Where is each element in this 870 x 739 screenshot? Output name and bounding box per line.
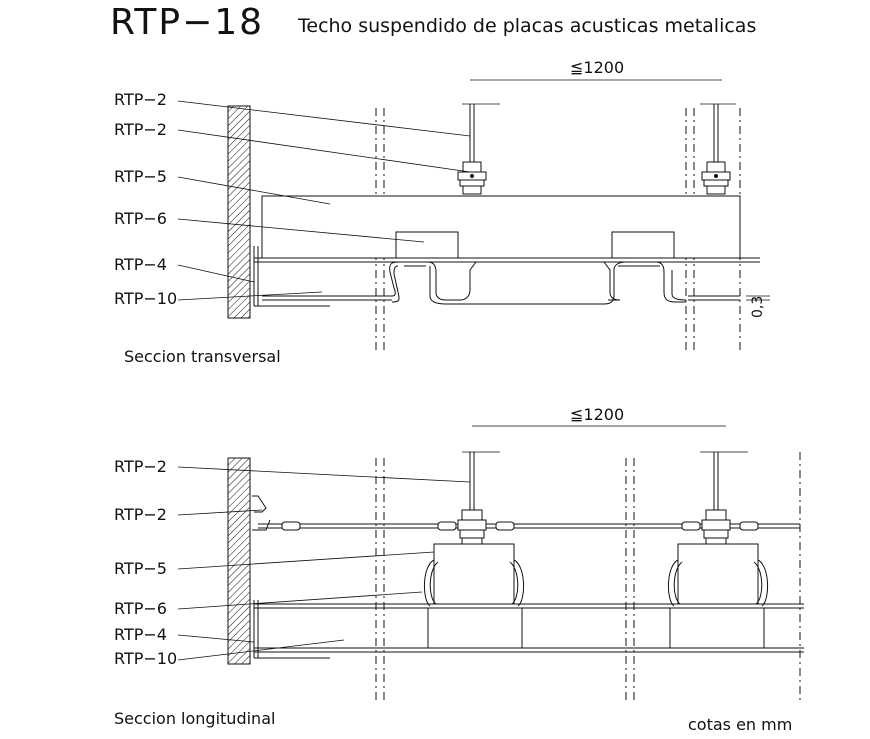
section-caption-longitudinal: Seccion longitudinal [114,709,275,728]
units-note: cotas en mm [688,715,792,734]
carrier-profile [433,543,515,605]
connector-block [395,231,459,259]
label-rtp-5: RTP−5 [114,167,167,186]
wall-hatch-top [227,105,251,319]
panel-profile [262,261,621,301]
dimension-text-top: ≦1200 [570,58,624,77]
wire-clip [681,521,701,531]
leader-line [177,591,423,610]
leader-line [177,218,425,243]
drawing-code: RTP−18 [110,2,264,43]
label-rtp-10: RTP−10 [114,649,177,668]
label-rtp-2: RTP−2 [114,120,167,139]
nut-assembly [701,161,731,195]
drawing-title: Techo suspendido de placas acusticas met… [297,15,756,37]
panel-profile [404,265,740,301]
wire-clip [437,521,457,531]
leader-line [177,634,255,643]
label-rtp-2: RTP−2 [114,505,167,524]
leader-line [177,291,323,301]
dimension-text-bottom: ≦1200 [570,405,624,424]
leader-line [177,176,331,205]
leader-line [177,264,255,283]
label-rtp-4: RTP−4 [114,625,167,644]
nut-assembly [457,161,487,195]
longitudinal-section: ≦1200 [114,405,804,728]
wall-bracket [252,495,271,531]
leader-line [177,100,471,137]
carrier-profile [677,543,759,605]
connector-block [611,231,675,259]
transversal-section: ≦1200 [114,58,770,366]
wire-clip [495,521,515,531]
leader-line [177,639,345,661]
connector-block [427,607,523,649]
label-rtp-5: RTP−5 [114,559,167,578]
wire-clip [739,521,759,531]
spring-clip [424,559,524,607]
leader-line [177,551,435,570]
label-rtp-10: RTP−10 [114,289,177,308]
panel-profile [262,261,686,305]
label-rtp-2: RTP−2 [114,90,167,109]
wall-hatch-bottom [227,457,251,665]
leader-line [177,466,471,483]
label-rtp-2: RTP−2 [114,457,167,476]
connector-block [669,607,765,649]
wire-clip [281,521,301,531]
label-rtp-6: RTP−6 [114,209,167,228]
leader-line [177,509,263,516]
label-rtp-6: RTP−6 [114,599,167,618]
spring-clip [668,559,768,607]
label-rtp-4: RTP−4 [114,255,167,274]
leader-line [177,129,471,173]
section-caption-transversal: Seccion transversal [124,347,281,366]
side-dimension-text: 0,3 [750,296,766,318]
